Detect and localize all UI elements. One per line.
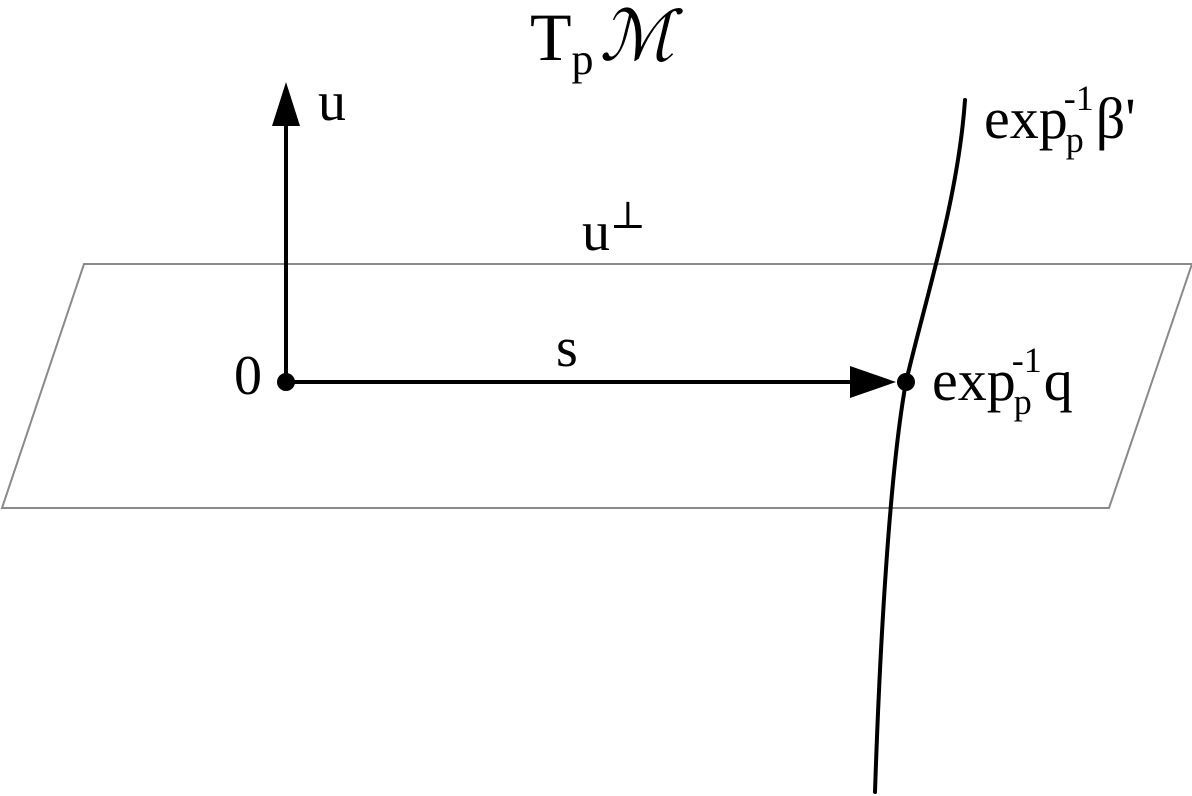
vector-u-arrowhead-icon — [272, 82, 300, 126]
curve-label: expp-1β' — [984, 78, 1136, 160]
vector-s-arrowhead-icon — [850, 366, 896, 398]
origin-point — [277, 373, 295, 391]
origin-label: 0 — [234, 345, 262, 407]
point-q — [897, 373, 915, 391]
tangent-plane — [0, 263, 1192, 509]
vector-u-label: u — [318, 71, 346, 133]
curve-beta-prime — [873, 98, 967, 794]
title-label: Tpℳ — [530, 0, 684, 84]
point-q-label: expp-1q — [932, 340, 1073, 422]
plane-label: u⊥ — [582, 195, 646, 263]
vector-s-label: s — [556, 317, 578, 379]
